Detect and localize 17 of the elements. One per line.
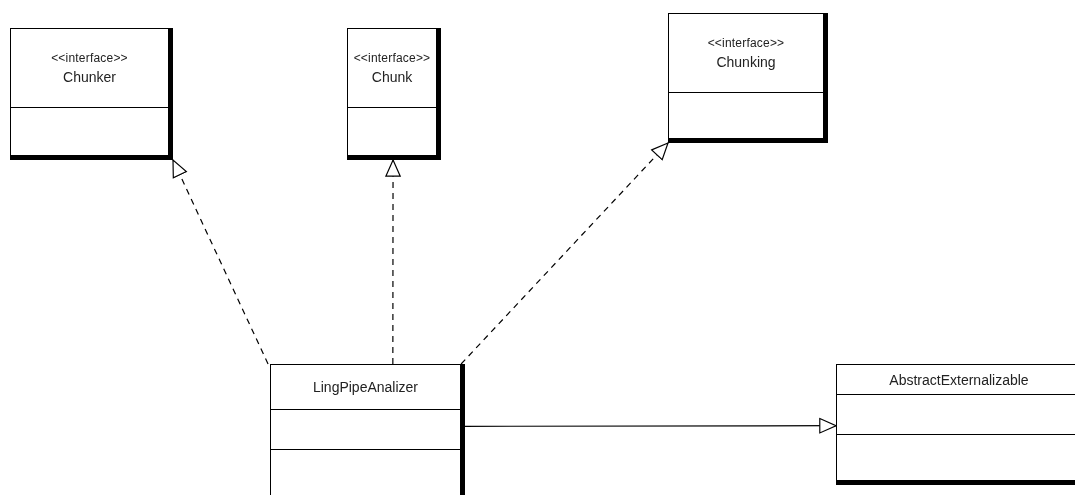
- class-box: [836, 364, 1075, 485]
- class-box: [10, 28, 173, 160]
- dashed-arrow: [460, 142, 669, 365]
- dashed-arrow: [385, 159, 401, 365]
- dashed-arrow: [172, 159, 269, 365]
- class-name: Chunk: [371, 68, 413, 87]
- class-name: Chunker: [63, 68, 116, 87]
- stereotype-label: <<interface>>: [707, 35, 785, 52]
- class-name: LingPipeAnalizer: [312, 378, 419, 397]
- class-box: [668, 13, 828, 143]
- stereotype-label: <<interface>>: [51, 50, 128, 67]
- class-box: [270, 364, 465, 495]
- class-box: [347, 28, 441, 160]
- stereotype-label: <<interface>>: [353, 50, 431, 67]
- arrow: [464, 417, 837, 434]
- class-name: Chunking: [716, 53, 776, 72]
- class-name: AbstractExternalizable: [889, 370, 1029, 390]
